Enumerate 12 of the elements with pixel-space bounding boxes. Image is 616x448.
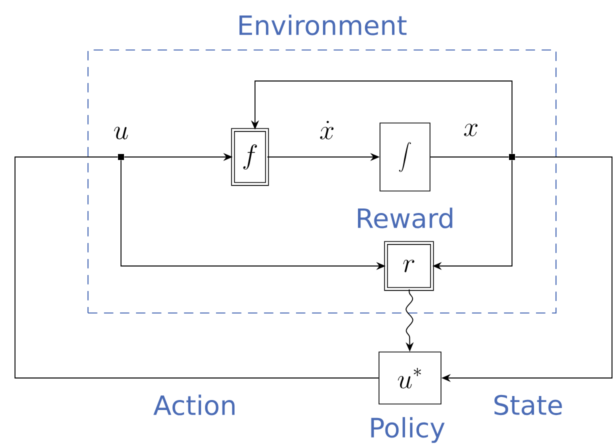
function-box: $r$: [384, 241, 434, 291]
frame-heading: Environment: [239, 14, 407, 36]
block-caption: Policy: [371, 417, 445, 443]
signal-label: $u$: [114, 126, 128, 140]
block-box: $\int$: [380, 122, 430, 192]
edge-label: $\dot{x}$: [320, 120, 334, 140]
edge-label: State: [494, 394, 562, 416]
function-box: $f$: [231, 128, 269, 186]
block-box: $u^*$: [378, 352, 442, 404]
edge-label: $x$: [464, 124, 478, 136]
block-caption: Reward: [358, 208, 452, 228]
edge-label: Action: [153, 394, 235, 416]
